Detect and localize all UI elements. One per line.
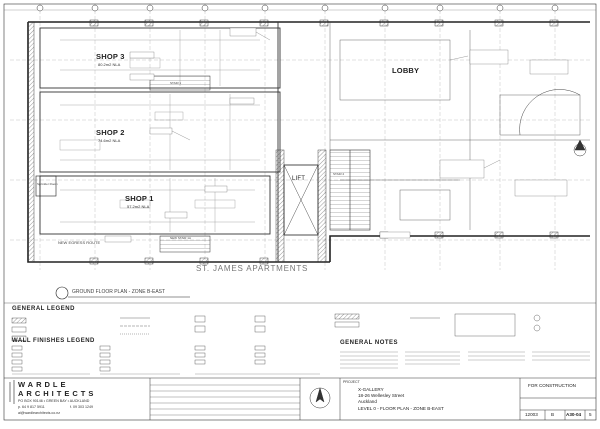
lobby-area <box>329 22 590 230</box>
firm-phone: p. 64 9 817 5911 <box>18 405 45 409</box>
structural-gridlines <box>10 10 590 270</box>
general-legend-title: GENERAL LEGEND <box>12 306 75 312</box>
revision-number: 5 <box>589 412 592 417</box>
general-legend-entries <box>11 313 541 342</box>
general-notes-lines <box>12 351 590 375</box>
sheet-size: B <box>551 412 555 417</box>
leader-lines <box>171 31 501 169</box>
stair-1 <box>149 75 211 91</box>
label-stair-1: STAIR 1 <box>170 81 182 85</box>
room-label-lobby: LOBBY <box>392 66 420 75</box>
project-name: X-GALLERY <box>358 387 384 392</box>
drawing-title: LEVEL 0 - FLOOR PLAN - ZONE B-EAST <box>358 406 444 411</box>
room-label-lift: LIFT <box>292 176 306 182</box>
firm-name-line-1: WARDLE <box>18 380 69 389</box>
room-area-shop-3: 80.2m2 NLA <box>98 62 121 67</box>
firm-logo-mark <box>9 380 15 404</box>
view-title-marker <box>55 286 190 300</box>
building-label: ST. JAMES APARTMENTS <box>196 264 309 273</box>
lift-shaft <box>283 164 319 236</box>
firm-name-line-2: ARCHITECTS <box>18 389 97 398</box>
firm-email: ai@wardlearchitects.co.nz <box>18 411 60 415</box>
room-area-shop-2: 74.6m2 NLA <box>98 138 121 143</box>
room-label-shop-2: SHOP 2 <box>96 128 125 137</box>
label-new-egress-route: NEW EGRESS ROUTE <box>58 240 101 245</box>
title-block <box>4 377 596 420</box>
stair-2 <box>329 149 371 231</box>
view-title: GROUND FLOOR PLAN - ZONE B-EAST <box>72 289 166 295</box>
drawing-status: FOR CONSTRUCTION <box>528 383 576 388</box>
sprinkler-room-outline <box>35 175 57 197</box>
project-city: Auckland <box>358 399 377 404</box>
project-address: 18-26 Wellesley Street <box>358 393 405 398</box>
new-stair-1a <box>159 235 211 253</box>
grid-bubbles <box>36 4 559 12</box>
project-label: PROJECT <box>343 380 360 384</box>
label-sprinkler-room: Sprinkler Room <box>37 182 58 186</box>
firm-address: PO BOX 90146 • GREEN BAY • AUCKLAND <box>18 399 90 403</box>
firm-fax: f. 09 303 1249 <box>70 405 93 409</box>
section-marker <box>573 139 587 157</box>
sheet-border <box>3 3 597 421</box>
room-label-shop-3: SHOP 3 <box>96 52 125 61</box>
room-label-shop-1: SHOP 1 <box>125 194 154 203</box>
label-new-stair-1a: NEW STAIR 1A <box>170 236 191 240</box>
label-stair-2: STAIR 2 <box>333 172 345 176</box>
annotation-callouts <box>104 27 569 243</box>
room-area-shop-1: 57.2m2 NLA <box>127 204 150 209</box>
wall-finishes-legend-title: WALL FINISHES LEGEND <box>12 338 95 344</box>
hatched-structure <box>27 19 559 265</box>
job-number: 12003 <box>525 412 538 417</box>
north-arrow-icon <box>309 387 331 409</box>
general-notes-title: GENERAL NOTES <box>340 340 399 346</box>
drawing-number: A30-04 <box>566 412 582 417</box>
wall-finish-swatches <box>11 345 266 372</box>
